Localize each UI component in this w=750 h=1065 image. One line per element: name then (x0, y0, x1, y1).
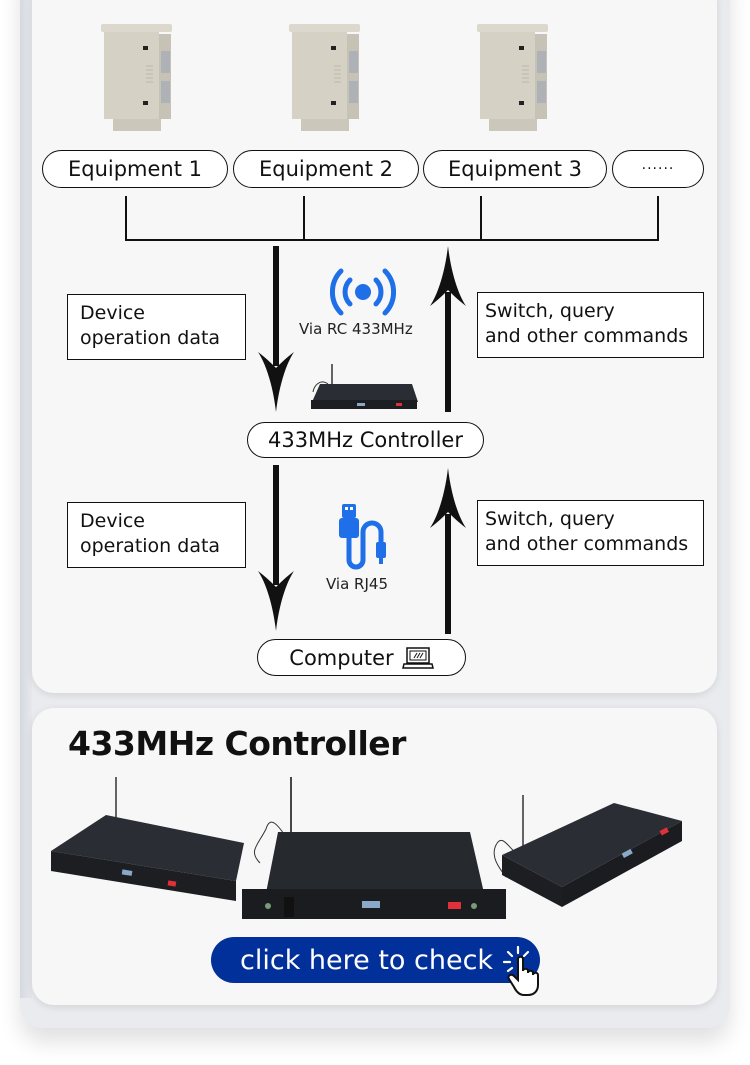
device-data-label-lower: Device operation data (67, 502, 246, 568)
click-here-to-check-button[interactable]: click here to check (211, 937, 540, 983)
connector-line (303, 196, 305, 241)
device-data-label-upper: Device operation data (67, 294, 246, 360)
usb-cable-icon (339, 504, 386, 570)
equipment-node-1: Equipment 1 (42, 150, 228, 188)
equipment-cabinet-image-2 (289, 24, 360, 131)
connector-line (480, 196, 482, 241)
bus-line (125, 239, 659, 241)
label-line: Device (80, 302, 145, 324)
laptop-icon (401, 646, 434, 669)
controller-product-image-center (242, 777, 506, 919)
equipment-node-more: ······ (612, 150, 704, 188)
upper-link-label: Via RC 433MHz (299, 320, 413, 338)
label-line: operation data (80, 535, 221, 557)
controller-device-image-small (311, 364, 418, 409)
arrow-up-commands-upper (430, 246, 466, 412)
label-line: operation data (80, 327, 221, 349)
controller-product-image-right (493, 795, 682, 907)
equipment-cabinet-image-3 (477, 24, 548, 131)
equipment-cabinet-image-1 (101, 24, 172, 131)
label-line: Switch, query (485, 508, 615, 530)
hand-pointer-click-icon (502, 945, 539, 996)
label-line: Device (80, 510, 145, 532)
computer-label: Computer (289, 645, 394, 670)
arrow-down-data-lower (258, 465, 294, 631)
arrow-down-data-upper (258, 246, 294, 412)
equipment-label: Equipment 2 (258, 157, 394, 181)
commands-label-upper: Switch, query and other commands (477, 292, 704, 358)
equipment-node-2: Equipment 2 (233, 150, 419, 188)
wireless-signal-icon (330, 268, 396, 316)
lower-link-label: Via RJ45 (326, 575, 388, 593)
label-line: Switch, query (485, 300, 615, 322)
label-line: and other commands (485, 325, 689, 347)
controller-product-image-left (51, 777, 244, 901)
controller-label: 433MHz Controller (268, 428, 463, 452)
label-line: and other commands (485, 533, 689, 555)
equipment-label: Equipment 3 (447, 157, 583, 181)
equipment-node-3: Equipment 3 (423, 150, 607, 188)
product-title: 433MHz Controller (68, 724, 406, 763)
commands-label-lower: Switch, query and other commands (477, 500, 704, 566)
equipment-label: Equipment 1 (67, 157, 203, 181)
connector-line (657, 196, 659, 241)
computer-node: Computer (257, 639, 466, 676)
controller-node: 433MHz Controller (247, 422, 484, 458)
equipment-label: ······ (641, 161, 675, 177)
cta-label: click here to check (240, 944, 494, 976)
arrow-up-commands-lower (430, 468, 466, 634)
connector-line (125, 196, 127, 241)
